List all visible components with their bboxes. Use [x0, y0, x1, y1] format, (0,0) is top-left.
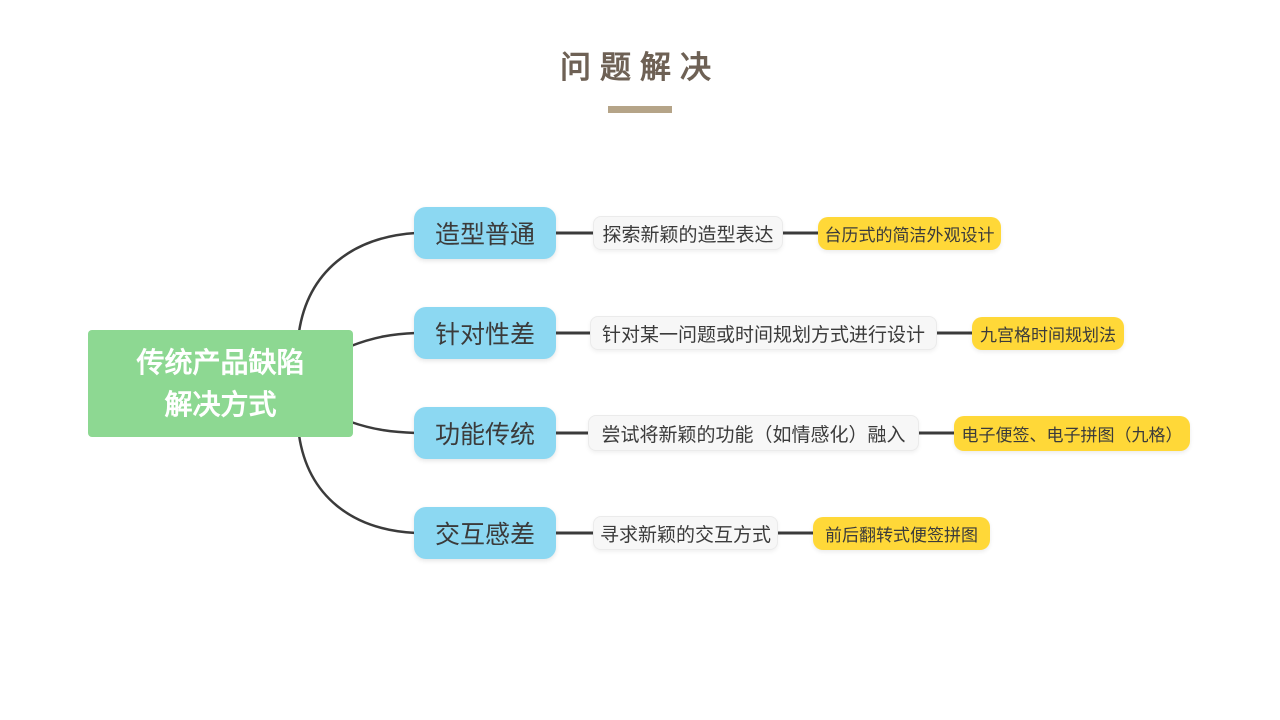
problem-node-2: 针对性差 — [414, 307, 556, 359]
solution-node-4: 前后翻转式便签拼图 — [813, 517, 990, 550]
approach-node-2: 针对某一问题或时间规划方式进行设计 — [590, 316, 937, 350]
solution-node-1: 台历式的简洁外观设计 — [818, 217, 1001, 250]
curve-root-to-branch-2 — [349, 331, 418, 348]
root-node-line1: 传统产品缺陷 — [136, 346, 305, 378]
root-node-traditional-product-defects: 传统产品缺陷 解决方式 — [88, 330, 353, 437]
root-node-line2: 解决方式 — [164, 388, 277, 420]
curve-root-to-branch-3 — [349, 420, 418, 435]
curve-root-to-branch-1 — [297, 231, 418, 334]
approach-node-3: 尝试将新颖的功能（如情感化）融入 — [588, 415, 919, 451]
solution-node-2: 九宫格时间规划法 — [972, 317, 1124, 350]
problem-node-1: 造型普通 — [414, 207, 556, 259]
curve-root-to-branch-4 — [297, 433, 418, 535]
solution-node-3: 电子便签、电子拼图（九格） — [954, 416, 1190, 451]
page-title: 问题解决 — [560, 50, 720, 85]
approach-node-4: 寻求新颖的交互方式 — [593, 516, 778, 550]
problem-node-3: 功能传统 — [414, 407, 556, 459]
title-underline — [608, 106, 672, 113]
approach-node-1: 探索新颖的造型表达 — [593, 216, 783, 250]
problem-node-4: 交互感差 — [414, 507, 556, 559]
